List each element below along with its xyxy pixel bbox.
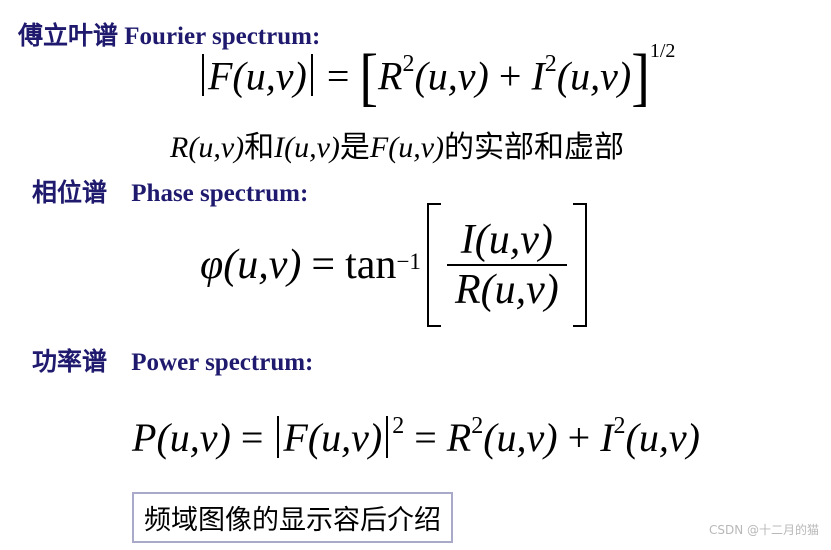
fourier-R: R — [378, 53, 403, 99]
heading-power: 功率谱 Power spectrum: — [32, 342, 313, 378]
phase-fraction: I(u,v) R(u,v) — [446, 216, 567, 315]
power-args: (u,v) — [156, 415, 231, 460]
fourier-plus: + — [498, 53, 522, 99]
bracket-right: ] — [631, 42, 650, 114]
heading-phase: 相位谱 Phase spectrum: — [32, 173, 308, 209]
csdn-watermark: CSDN @十二月的猫 — [708, 523, 819, 537]
heading-power-zh: 功率谱 — [32, 347, 108, 376]
power-P: P — [132, 415, 157, 460]
equation-power: P(u,v) = F(u,v)2 = R2(u,v) + I2(u,v) — [132, 413, 700, 461]
fourier-lhs: F(u,v) — [208, 53, 307, 99]
display-note-box: 频域图像的显示容后介绍 — [132, 492, 453, 543]
fourier-R-square: 2 — [402, 51, 415, 78]
fourier-R-args: (u,v) — [414, 53, 489, 99]
phase-numerator: I(u,v) — [446, 216, 567, 266]
power-R-square: 2 — [471, 413, 484, 440]
phase-args: (u,v) — [223, 242, 302, 288]
fourier-caption: R(u,v)和I(u,v)是F(u,v)的实部和虚部 — [170, 122, 624, 166]
equation-phase: φ(u,v) = tan−1 I(u,v) R(u,v) — [200, 200, 587, 330]
power-R-args: (u,v) — [483, 415, 558, 460]
equation-fourier-magnitude: F(u,v) = [R2(u,v) + I2(u,v)]1/2 — [198, 40, 675, 110]
caption-R: R(u,v) — [170, 131, 245, 164]
caption-is: 是 — [339, 130, 370, 165]
heading-fourier-zh: 傅立叶谱 — [18, 21, 119, 50]
power-equals-1: = — [240, 415, 264, 460]
power-plus: + — [567, 415, 591, 460]
phase-phi: φ — [200, 242, 224, 288]
fourier-I: I — [531, 53, 545, 99]
heading-fourier: 傅立叶谱 Fourier spectrum: — [18, 16, 320, 52]
heading-power-en: Power spectrum: — [131, 349, 314, 376]
abs-bar-left — [202, 54, 204, 97]
phase-denominator: R(u,v) — [454, 267, 559, 313]
power-equals-2: = — [414, 415, 437, 460]
caption-I: I(u,v) — [274, 131, 340, 164]
phase-tan: tan — [345, 242, 397, 288]
power-I-args: (u,v) — [625, 415, 700, 460]
bracket-left: [ — [359, 42, 379, 114]
power-F-square: 2 — [392, 413, 405, 440]
fourier-exponent: 1/2 — [649, 39, 676, 62]
power-I-square: 2 — [613, 413, 626, 440]
phase-inverse: −1 — [396, 248, 421, 275]
phase-bracket-left — [426, 203, 441, 327]
phase-bracket-right — [572, 203, 587, 327]
power-abs-left — [277, 416, 280, 459]
heading-fourier-en: Fourier spectrum: — [124, 23, 321, 50]
power-R: R — [446, 415, 472, 460]
fourier-I-args: (u,v) — [556, 53, 632, 99]
phase-equals: = — [311, 242, 336, 288]
caption-rest: 的实部和虚部 — [444, 130, 625, 165]
heading-phase-en: Phase spectrum: — [131, 180, 309, 207]
heading-phase-zh: 相位谱 — [32, 178, 108, 207]
abs-bar-right — [310, 54, 313, 97]
power-I: I — [600, 415, 614, 460]
caption-F: F(u,v) — [369, 131, 445, 164]
power-F: F(u,v) — [283, 415, 383, 460]
caption-and: 和 — [244, 130, 275, 165]
fourier-I-square: 2 — [544, 51, 557, 78]
fourier-equals: = — [326, 53, 350, 99]
power-abs-right — [386, 416, 389, 459]
